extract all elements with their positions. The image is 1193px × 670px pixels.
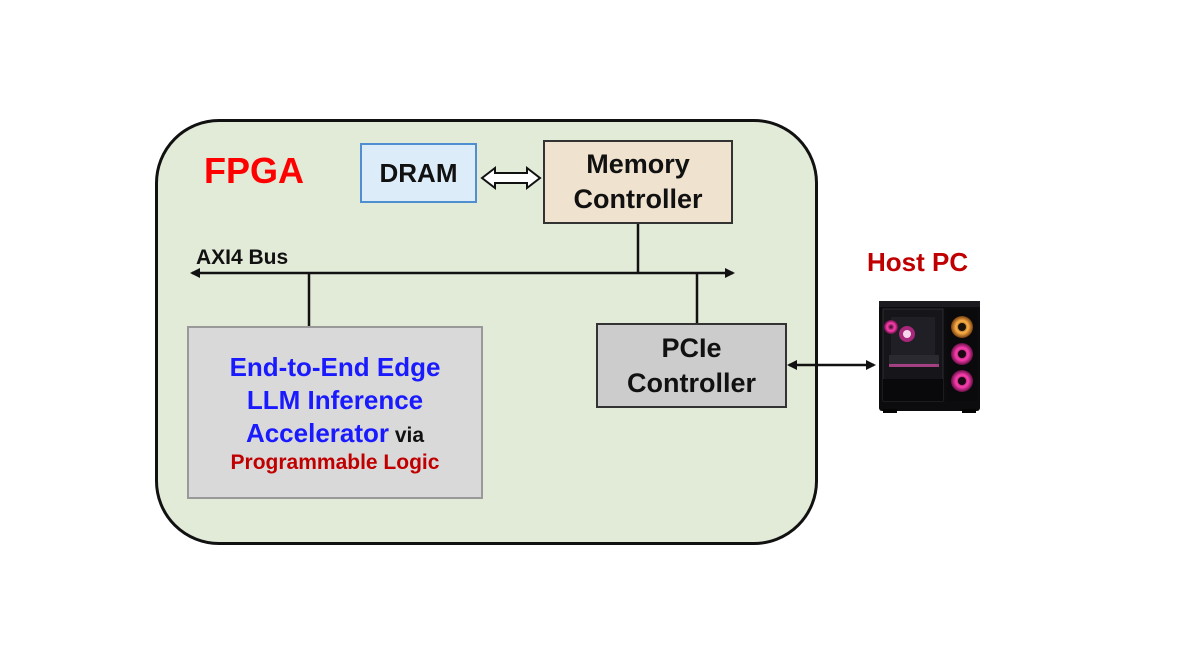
- axi4-bus-label: AXI4 Bus: [196, 246, 289, 269]
- programmable-logic-label: Programmable Logic: [230, 450, 440, 474]
- host-pc-label: Host PC: [867, 247, 969, 277]
- accelerator-label-line3-main: Accelerator: [245, 417, 390, 448]
- memory-controller-label-line2: Controller: [573, 184, 703, 214]
- accelerator-label-line1: End-to-End Edge: [229, 351, 441, 382]
- accelerator-label-via: via: [389, 423, 425, 447]
- desktop-pc-icon: [879, 301, 980, 413]
- accelerator-label-line3: Accelerator via: [246, 417, 424, 450]
- pcie-controller-block: PCIe Controller: [596, 323, 787, 408]
- accelerator-block: End-to-End Edge LLM Inference Accelerato…: [187, 326, 483, 499]
- fpga-label: FPGA: [204, 150, 305, 191]
- dram-label: DRAM: [379, 157, 458, 188]
- accelerator-label-line2: LLM Inference: [246, 384, 424, 415]
- dram-block: DRAM: [360, 143, 477, 203]
- pcie-controller-label-line2: Controller: [626, 367, 756, 398]
- pcie-controller-label-line1: PCIe: [661, 332, 722, 363]
- memory-controller-label-line1: Memory: [586, 149, 690, 180]
- dram-memory-arrow: [480, 165, 542, 191]
- memory-controller-block: Memory Controller: [543, 140, 733, 224]
